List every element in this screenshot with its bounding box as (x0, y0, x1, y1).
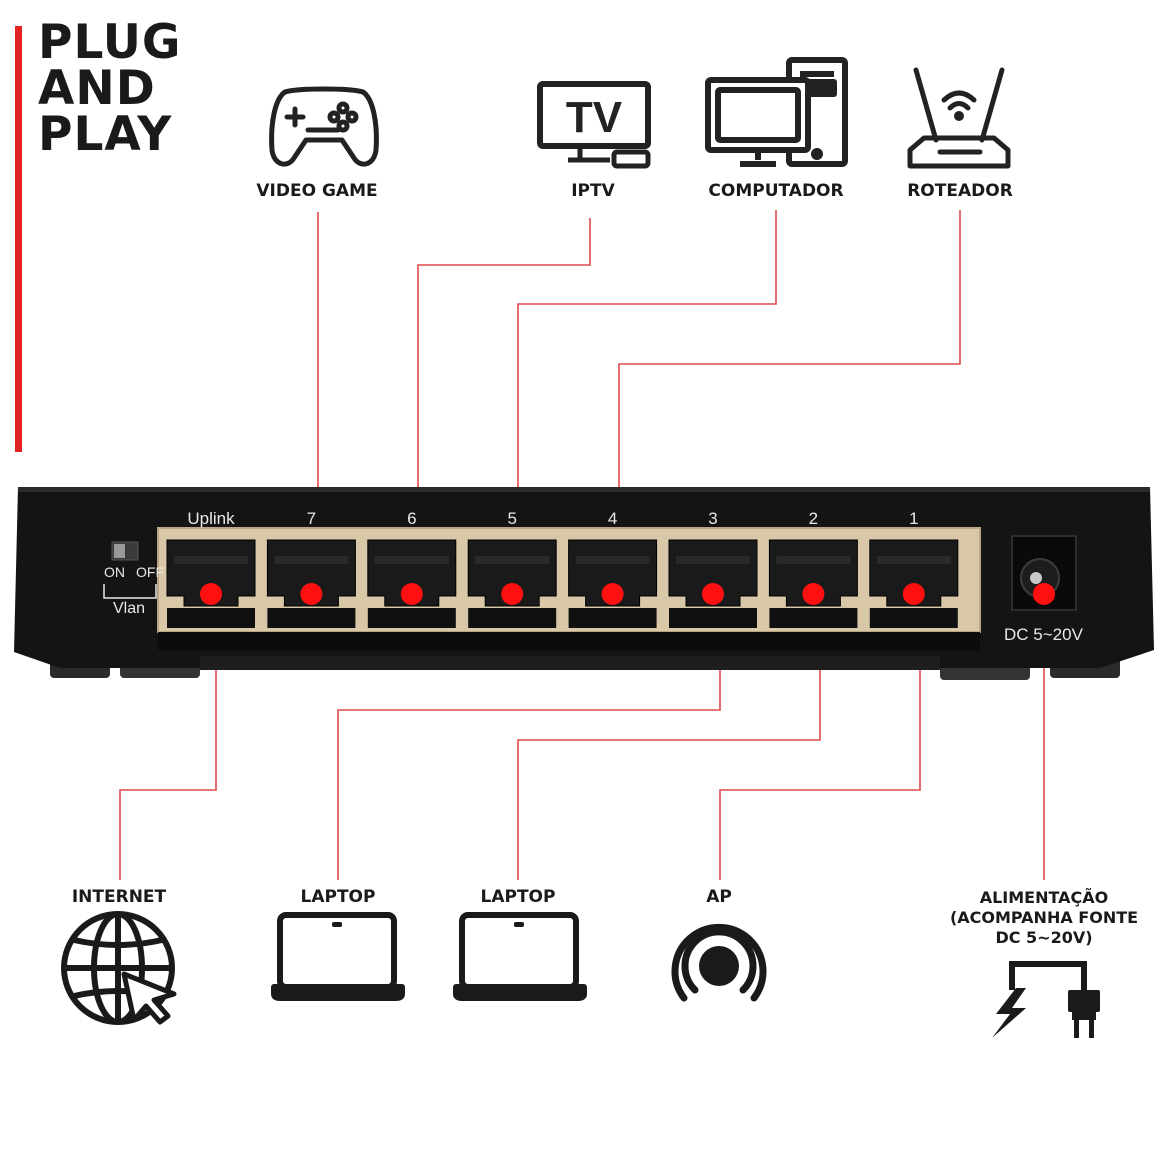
port-label: 3 (708, 509, 717, 528)
tv-icon-text: TV (566, 93, 623, 142)
alimentacao-line-2: (ACOMPANHA FONTE (949, 908, 1139, 927)
port-label: 4 (608, 509, 617, 528)
alimentacao-line-3: DC 5~20V) (995, 928, 1093, 947)
vlan-switch: ON OFF Vlan (103, 541, 164, 617)
device-label-video-game: VIDEO GAME (256, 181, 378, 201)
vlan-name-label: Vlan (113, 600, 145, 617)
port-label: 7 (307, 509, 316, 528)
port-label: 5 (507, 509, 516, 528)
port-label: 1 (909, 509, 918, 528)
rj45-port (266, 539, 356, 628)
accent-bar (15, 26, 22, 452)
port-dot (702, 583, 724, 605)
port-label: 6 (407, 509, 416, 528)
desktop-computer-icon (705, 57, 848, 167)
port-cage-lower-lip (158, 632, 980, 650)
dc-jack-pin (1030, 572, 1042, 584)
port-dot (300, 583, 323, 605)
network-switch: Uplink 7 6 5 4 3 2 1 ON OFF Vlan DC 5~20V (14, 487, 1154, 680)
switch-top-edge (18, 487, 1150, 492)
rj45-port-group (166, 539, 959, 628)
port-label: Uplink (187, 509, 235, 528)
device-label-ap: AP (706, 887, 732, 907)
laptop-icon (453, 912, 587, 1001)
line-router-port4 (618, 210, 961, 594)
line-port1-ap (719, 594, 921, 880)
rj45-port (768, 539, 858, 628)
port-dot (802, 583, 825, 605)
tv-icon: TV (537, 81, 651, 169)
vlan-on-label: ON (104, 564, 125, 580)
port-dot (400, 583, 423, 605)
headline-line-2: AND (38, 61, 156, 116)
device-label-laptop: LAPTOP (480, 887, 556, 907)
rj45-port (668, 539, 758, 628)
dc-power-label: DC 5~20V (1004, 625, 1084, 644)
device-label-internet: INTERNET (71, 887, 167, 907)
port-dot (501, 583, 524, 605)
access-point-icon (671, 923, 767, 1002)
headline: PLUG AND PLAY (38, 15, 182, 162)
gamepad-icon (269, 86, 379, 167)
alimentacao-line-1: ALIMENTAÇÃO (979, 888, 1109, 907)
line-computer-port5 (517, 210, 777, 594)
port-label-group: Uplink 7 6 5 4 3 2 1 (187, 509, 918, 528)
port-dot (200, 583, 222, 605)
device-label-alimentacao: ALIMENTAÇÃO (ACOMPANHA FONTE DC 5~20V) (950, 888, 1138, 948)
port-dot (601, 583, 624, 605)
device-label-computador: COMPUTADOR (708, 181, 844, 201)
laptop-icon (271, 912, 405, 1001)
device-label-roteador: ROTEADOR (907, 181, 1013, 201)
device-label-laptop: LAPTOP (300, 887, 376, 907)
rj45-port (367, 539, 457, 628)
headline-line-3: PLAY (38, 107, 173, 162)
switch-underside (200, 656, 940, 670)
power-plug-icon (992, 961, 1100, 1038)
device-label-iptv: IPTV (571, 181, 615, 201)
line-iptv-port6 (417, 218, 591, 594)
line-uplink-internet (119, 594, 217, 880)
vlan-off-label: OFF (136, 564, 164, 580)
rj45-port (568, 539, 658, 628)
port-label: 2 (809, 509, 818, 528)
rj45-port (869, 539, 959, 628)
rj45-port (467, 539, 557, 628)
rj45-port (166, 539, 256, 628)
globe-cursor-icon (61, 911, 177, 1025)
vlan-bracket (103, 584, 157, 599)
port-dot (902, 583, 925, 605)
vlan-switch-knob (114, 544, 125, 558)
port-dot (1033, 583, 1055, 605)
port-dot-group (200, 583, 1055, 605)
headline-line-1: PLUG (38, 15, 182, 70)
router-icon (907, 67, 1011, 169)
